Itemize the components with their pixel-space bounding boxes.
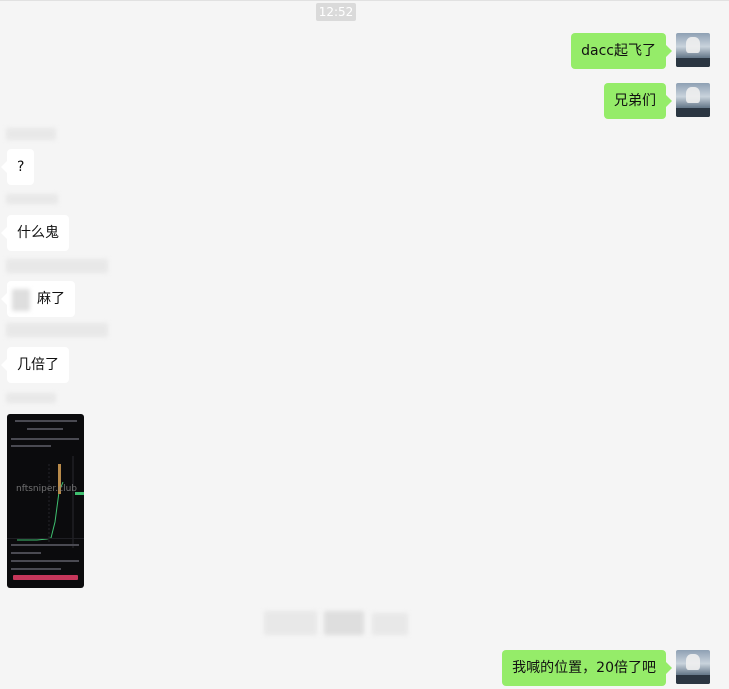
image-detail [11, 445, 51, 447]
message-bubble-incoming[interactable]: ? [0, 149, 35, 185]
timestamp: 12:52 [316, 3, 356, 21]
image-detail [11, 544, 79, 546]
sender-name-blurred [6, 393, 56, 403]
image-detail [11, 552, 41, 554]
image-action-bar [13, 575, 78, 580]
sender-name-blurred [6, 128, 56, 140]
message-bubble-incoming[interactable]: 几倍了 [1, 347, 69, 383]
message-bubble-outgoing[interactable]: dacc起飞了 [571, 33, 672, 69]
message-text: 麻了 [37, 291, 65, 307]
sender-name-blurred [6, 259, 108, 273]
my-avatar[interactable] [676, 650, 710, 684]
image-divider [7, 538, 84, 539]
system-notice-blurred [264, 611, 317, 635]
message-bubble-outgoing[interactable]: 我喊的位置，20倍了吧 [502, 650, 672, 686]
system-notice-blurred [324, 611, 364, 635]
sender-name-blurred [6, 323, 108, 337]
system-notice-blurred [372, 613, 408, 635]
top-divider [0, 0, 729, 1]
image-detail [11, 560, 79, 562]
my-avatar[interactable] [676, 83, 710, 117]
image-watermark: nftsniper.club [16, 484, 77, 494]
message-bubble-outgoing[interactable]: 兄弟们 [604, 83, 672, 119]
image-detail [15, 420, 77, 422]
sender-name-blurred [6, 194, 58, 204]
message-bubble-incoming[interactable]: 什么鬼 [1, 215, 69, 251]
image-detail [27, 428, 63, 430]
price-chart-icon [17, 456, 84, 548]
image-detail [11, 568, 61, 570]
image-detail [11, 438, 79, 440]
message-image[interactable]: nftsniper.club [7, 414, 84, 588]
censored-text [12, 289, 30, 311]
my-avatar[interactable] [676, 33, 710, 67]
